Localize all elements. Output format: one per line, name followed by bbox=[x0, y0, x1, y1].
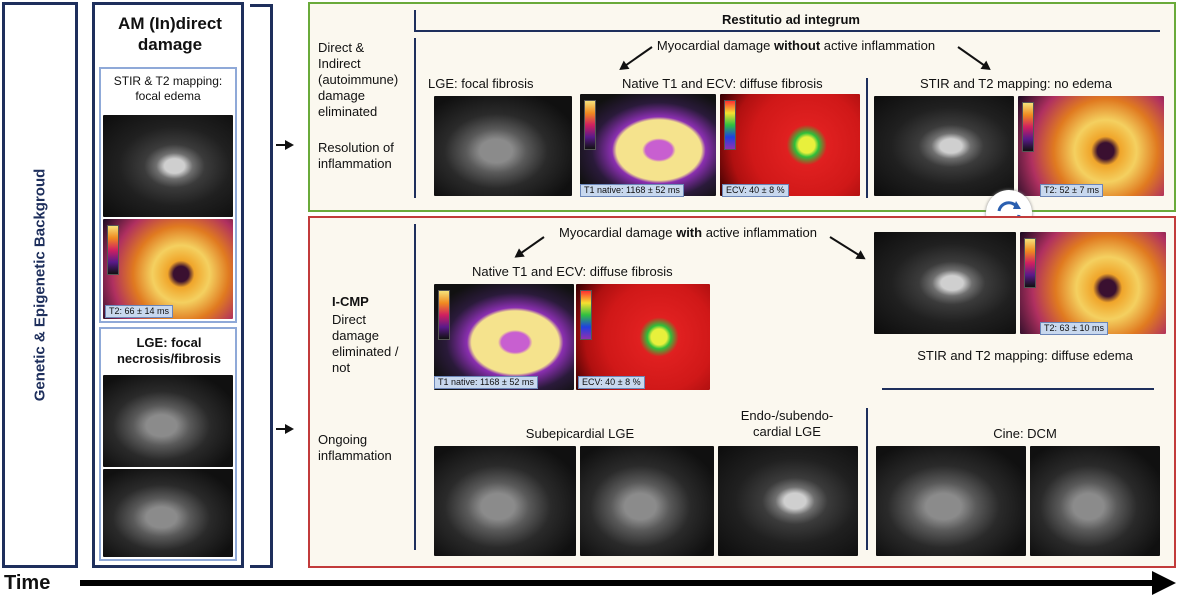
arrow-to-top-panel bbox=[276, 140, 294, 150]
bottom-subheader-pre: Myocardial damage bbox=[559, 225, 677, 240]
bottom-t2-colorbar bbox=[1024, 238, 1036, 288]
bottom-ecv-colorbar bbox=[580, 290, 592, 340]
bottom-right-rule bbox=[882, 388, 1154, 390]
bottom-cine-image-2 bbox=[1030, 446, 1160, 556]
top-t1-image bbox=[580, 94, 716, 196]
bottom-cine-image-1 bbox=[876, 446, 1026, 556]
top-side-text-2: Resolution of inflammation bbox=[318, 140, 394, 171]
genetic-background-box: Genetic & Epigenetic Backgroud bbox=[2, 2, 78, 568]
top-header-line-left bbox=[414, 10, 416, 32]
top-header-underline bbox=[414, 30, 1160, 32]
am-column: AM (In)direct damage STIR & T2 mapping: … bbox=[92, 2, 244, 568]
top-subheader: Myocardial damage without active inflamm… bbox=[626, 38, 966, 54]
arrow-to-bottom-panel bbox=[276, 424, 294, 434]
am-lge-title: LGE: focal necrosis/fibrosis bbox=[116, 335, 222, 366]
bottom-t2-image bbox=[1020, 232, 1166, 334]
bottom-t2-value: T2: 63 ± 10 ms bbox=[1040, 322, 1108, 335]
time-arrow-head bbox=[1152, 571, 1176, 595]
bottom-panel: I-CMP Direct damage eliminated / not Ong… bbox=[308, 216, 1176, 568]
bottom-side-title: I-CMP bbox=[332, 294, 369, 309]
am-lge-image-long-axis bbox=[103, 469, 233, 557]
top-lge-image bbox=[434, 96, 572, 196]
bottom-ecv-value: ECV: 40 ± 8 % bbox=[578, 376, 645, 389]
bottom-endo-label: Endo-/subendo-cardial LGE bbox=[740, 408, 834, 439]
genetic-background-label: Genetic & Epigenetic Backgroud bbox=[31, 168, 49, 402]
am-box-lge: LGE: focal necrosis/fibrosis bbox=[99, 327, 237, 561]
top-panel-divider-2 bbox=[866, 78, 868, 198]
top-stir-label: STIR and T2 mapping: no edema bbox=[920, 76, 1112, 91]
top-ecv-image bbox=[720, 94, 860, 196]
am-lge-image-short-axis bbox=[103, 375, 233, 467]
top-header: Restitutio ad integrum bbox=[722, 12, 860, 27]
bottom-subepi-image-2 bbox=[580, 446, 714, 556]
bottom-ecv-image bbox=[576, 284, 710, 390]
bottom-panel-divider-2 bbox=[866, 408, 868, 550]
top-panel: Restitutio ad integrum Direct & Indirect… bbox=[308, 2, 1176, 212]
top-ecv-colorbar bbox=[724, 100, 736, 150]
bottom-subheader-post: active inflammation bbox=[702, 225, 817, 240]
bottom-subepi-image-1 bbox=[434, 446, 576, 556]
am-t2-colorbar bbox=[107, 225, 119, 275]
bottom-subheader-bold: with bbox=[676, 225, 703, 240]
bottom-cine-label: Cine: DCM bbox=[993, 426, 1057, 441]
bottom-side-text-2: Ongoing inflammation bbox=[318, 432, 392, 463]
top-t2-image bbox=[1018, 96, 1164, 196]
top-subheader-bold: without bbox=[773, 38, 821, 53]
bracket-bottom bbox=[250, 565, 273, 568]
top-ecv-value: ECV: 40 ± 8 % bbox=[722, 184, 789, 197]
top-panel-divider bbox=[414, 38, 416, 198]
top-lge-label: LGE: focal fibrosis bbox=[428, 76, 534, 91]
top-arrow-right bbox=[957, 46, 990, 70]
top-t1-value: T1 native: 1168 ± 52 ms bbox=[580, 184, 684, 197]
am-stir-title: STIR & T2 mapping: focal edema bbox=[113, 74, 223, 103]
bottom-stir-image bbox=[874, 232, 1016, 334]
top-stir-image bbox=[874, 96, 1014, 196]
bottom-side-text-1: Direct damage eliminated / not bbox=[332, 312, 399, 375]
am-stir-image bbox=[103, 115, 233, 217]
bottom-t1-colorbar bbox=[438, 290, 450, 340]
bottom-stir-label: STIR and T2 mapping: diffuse edema bbox=[917, 348, 1133, 363]
top-subheader-post: active inflammation bbox=[820, 38, 936, 53]
top-t2-colorbar bbox=[1022, 102, 1034, 152]
bottom-endo-image bbox=[718, 446, 858, 556]
am-t2map-image bbox=[103, 219, 233, 319]
top-side-text-1: Direct & Indirect (autoimmune) damage el… bbox=[318, 40, 399, 119]
bottom-subepi-label: Subepicardial LGE bbox=[525, 426, 635, 441]
top-t1ecv-label: Native T1 and ECV: diffuse fibrosis bbox=[622, 76, 823, 91]
bottom-t1-value: T1 native: 1168 ± 52 ms bbox=[434, 376, 538, 389]
bottom-panel-divider bbox=[414, 224, 416, 550]
top-t1-colorbar bbox=[584, 100, 596, 150]
am-box-stir: STIR & T2 mapping: focal edema T2: 66 ± … bbox=[99, 67, 237, 323]
am-title: AM (In)direct damage bbox=[118, 14, 222, 54]
bottom-t1-image bbox=[434, 284, 574, 390]
bottom-subheader: Myocardial damage with active inflammati… bbox=[528, 225, 848, 241]
time-label: Time bbox=[4, 572, 51, 594]
top-subheader-pre: Myocardial damage bbox=[656, 38, 774, 53]
bottom-t1ecv-label: Native T1 and ECV: diffuse fibrosis bbox=[472, 264, 673, 279]
top-t2-value: T2: 52 ± 7 ms bbox=[1040, 184, 1103, 197]
am-t2-value: T2: 66 ± 14 ms bbox=[105, 305, 173, 318]
time-arrow bbox=[80, 580, 1156, 586]
bracket-vertical bbox=[270, 4, 273, 568]
bracket-top bbox=[250, 4, 273, 7]
